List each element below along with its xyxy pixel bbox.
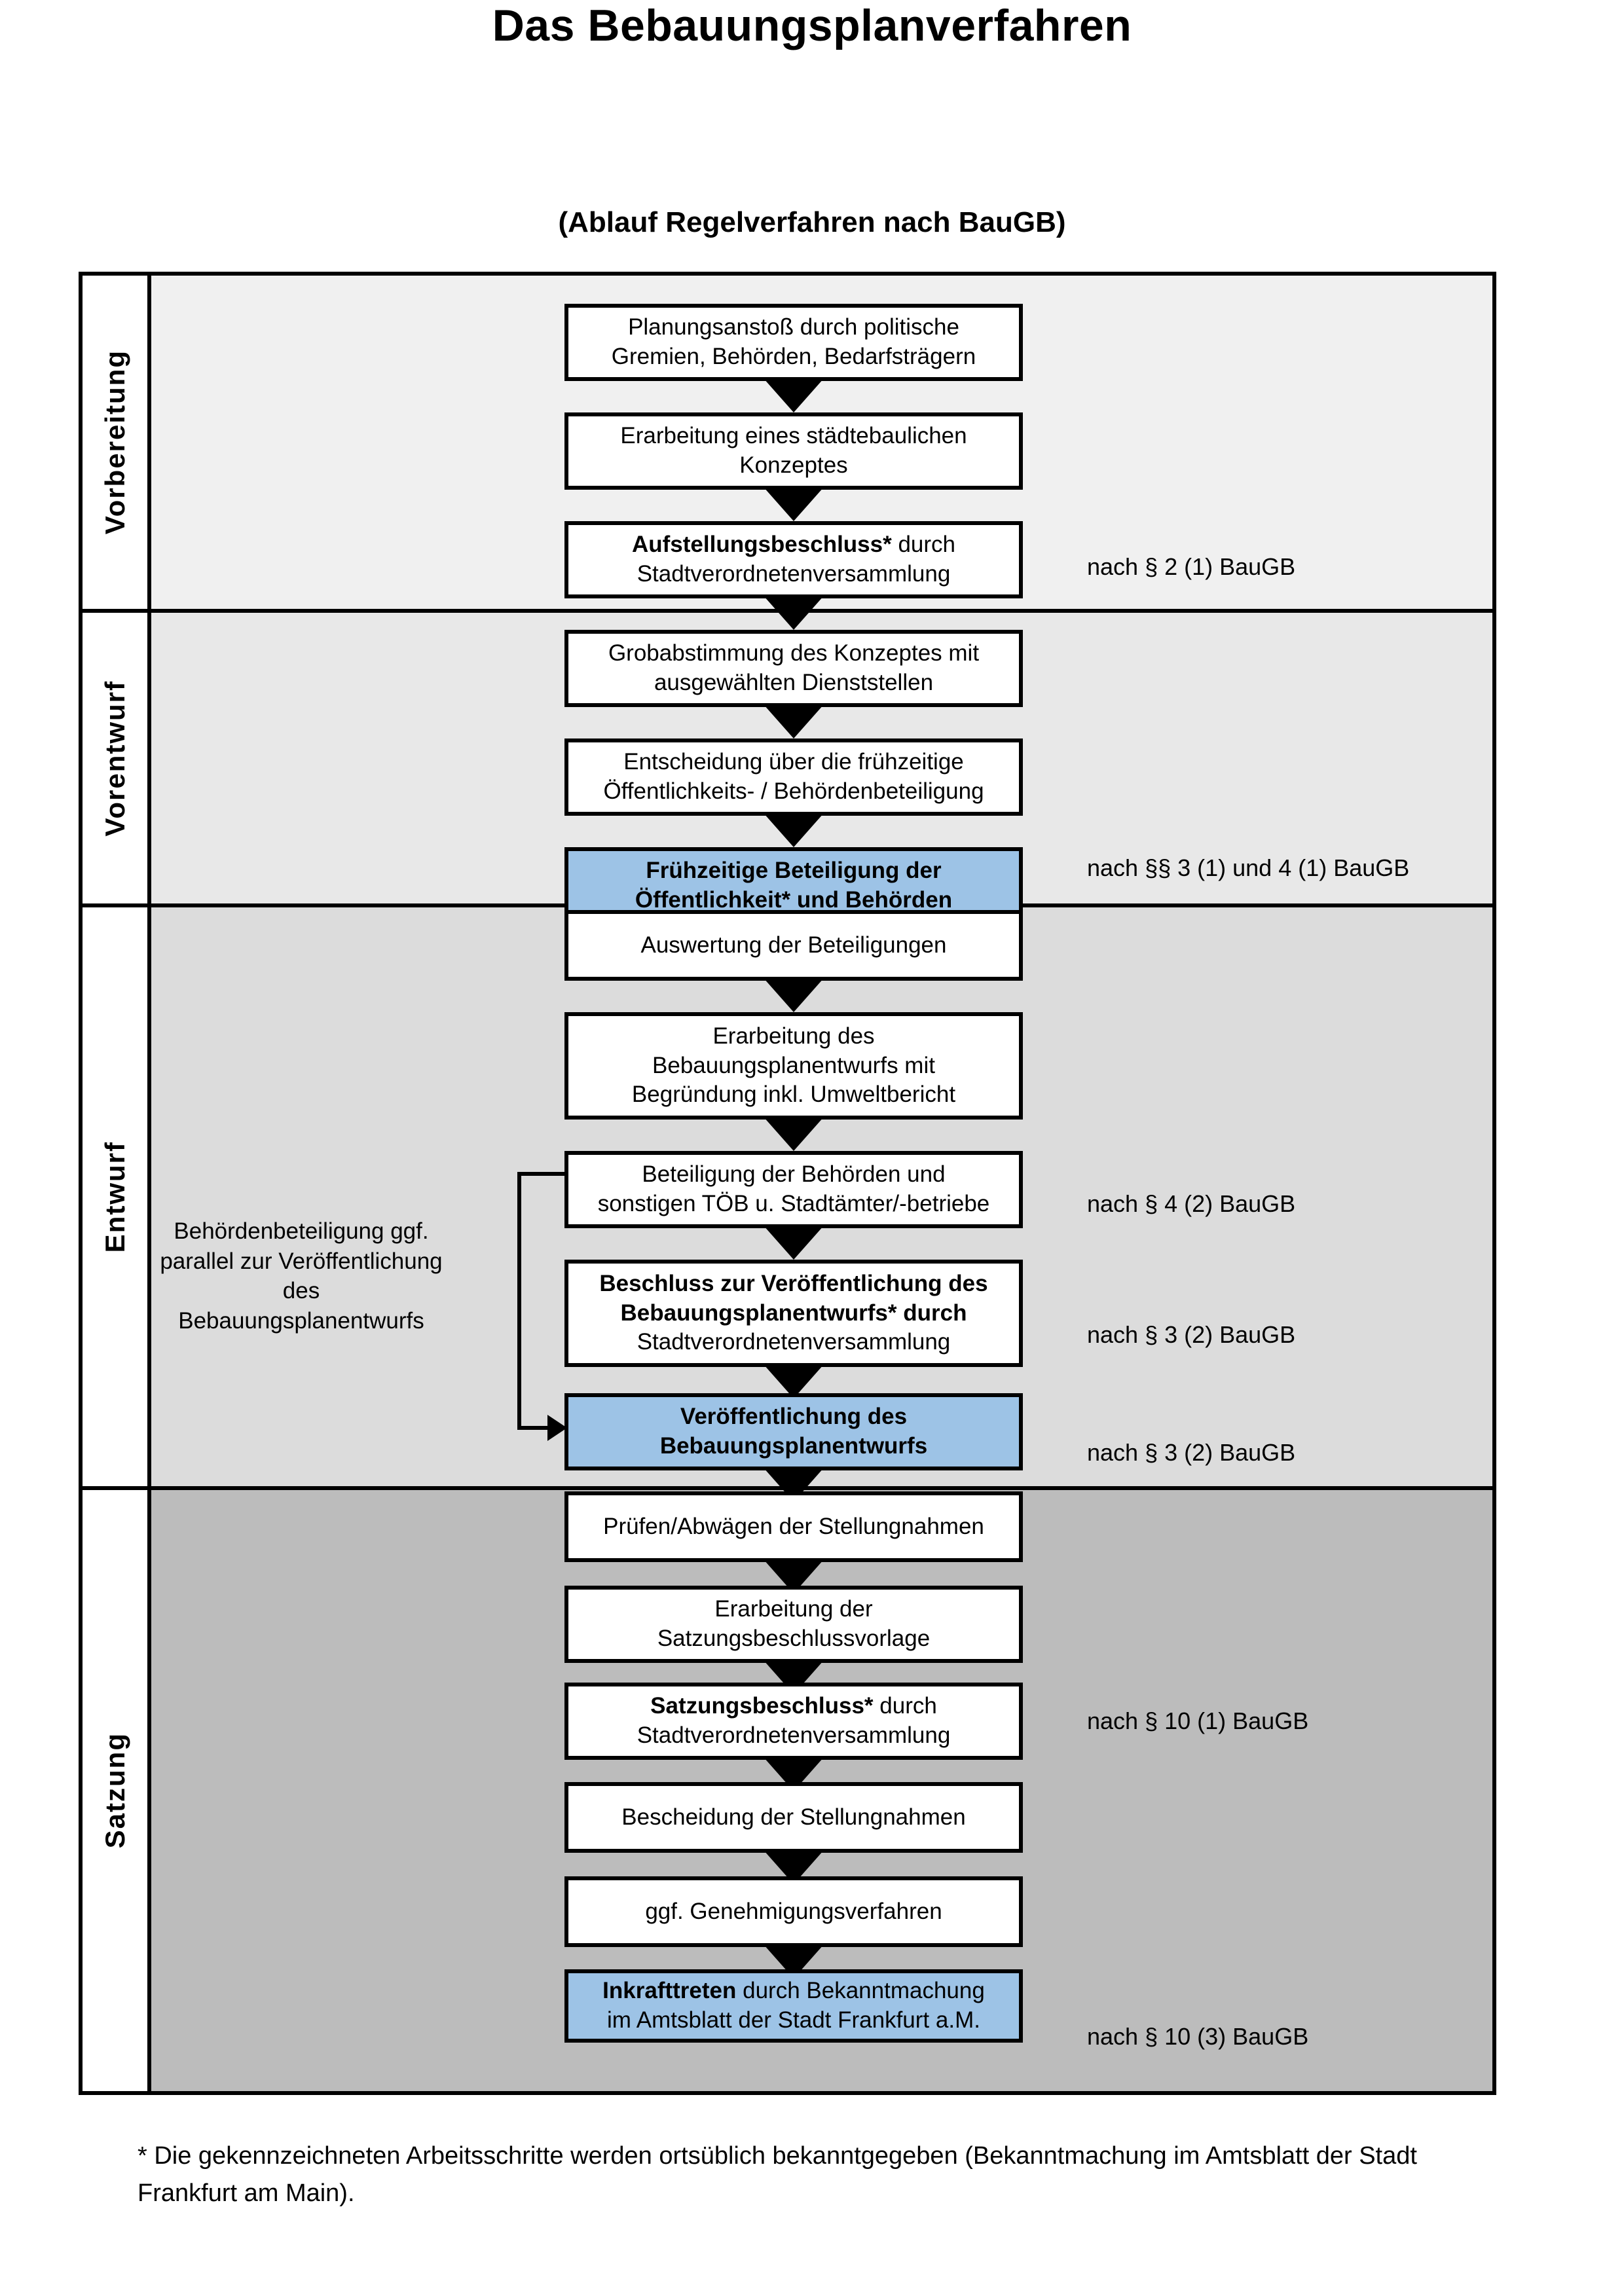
flow-node-genehmigungsverfahren[interactable]: ggf. Genehmigungsverfahren <box>564 1876 1023 1947</box>
legal-reference-par4-2: nach § 4 (2) BauGB <box>1087 1190 1296 1217</box>
stage-label-vorbereitung: Vorbereitung <box>99 350 130 535</box>
flow-node-satzungsbeschluss[interactable]: Satzungsbeschluss* durch Stadtverordnete… <box>564 1683 1023 1760</box>
flow-node-text: Prüfen/Abwägen der Stellungnahmen <box>603 1513 984 1539</box>
flow-node-bescheidung[interactable]: Bescheidung der Stellungnahmen <box>564 1782 1023 1853</box>
page-subtitle: (Ablauf Regelverfahren nach BauGB) <box>558 206 1066 238</box>
flow-arrow-down <box>764 378 824 412</box>
flow-arrow-down <box>764 487 824 521</box>
flow-arrow-down <box>764 1226 824 1260</box>
flow-arrow-down <box>764 1364 824 1398</box>
legal-reference-par3-1-4-1: nach §§ 3 (1) und 4 (1) BauGB <box>1087 854 1410 881</box>
stage-label-cell: Entwurf <box>83 907 151 1486</box>
flow-node-bold-part: Inkrafttreten <box>602 1978 737 2004</box>
flow-node-rest: durch Bekanntmachung <box>743 1978 985 2004</box>
bracket-bottom-segment <box>517 1426 550 1430</box>
flow-arrow-down <box>764 1117 824 1151</box>
flow-node-rest: durch <box>879 1693 937 1719</box>
stage-label-entwurf: Entwurf <box>99 1140 130 1253</box>
flow-arrow-down <box>764 978 824 1012</box>
flow-node-text: Aufstellungsbeschluss* durch Stadtverord… <box>631 532 956 587</box>
flow-node-text: Satzungsbeschluss* durch Stadtverordnete… <box>637 1693 951 1748</box>
stage-label-cell: Vorentwurf <box>83 613 151 903</box>
flow-node-text: Inkrafttreten durch Bekanntmachung im Am… <box>602 1978 985 2033</box>
stage-label-satzung: Satzung <box>99 1732 130 1849</box>
legal-reference-par10-1: nach § 10 (1) BauGB <box>1087 1707 1309 1734</box>
flow-node-bold-part: Satzungsbeschluss* <box>650 1693 874 1719</box>
legal-reference-par3-2-b: nach § 3 (2) BauGB <box>1087 1439 1296 1466</box>
flow-arrow-down <box>764 704 824 738</box>
flow-node-inkrafttreten[interactable]: Inkrafttreten durch Bekanntmachung im Am… <box>564 1969 1023 2043</box>
flow-node-text: ggf. Genehmigungsverfahren <box>645 1898 942 1924</box>
stage-label-cell: Satzung <box>83 1490 151 2091</box>
stage-label-vorentwurf: Vorentwurf <box>99 680 130 837</box>
page-title: Das Bebauungsplanverfahren <box>492 1 1132 50</box>
flow-node-aufstellungsbeschluss[interactable]: Aufstellungsbeschluss* durch Stadtverord… <box>564 521 1023 598</box>
stage-label-cell: Vorbereitung <box>83 276 151 609</box>
flow-arrow-down <box>764 596 824 630</box>
flow-node-text: Bescheidung der Stellungnahmen <box>621 1804 966 1830</box>
flow-node-text: Auswertung der Beteiligungen <box>640 932 947 958</box>
bracket-vertical <box>517 1172 521 1430</box>
flow-node-auswertung-beteiligungen[interactable]: Auswertung der Beteiligungen <box>564 910 1023 981</box>
footnote-text: * Die gekennzeichneten Arbeitsschritte w… <box>138 2142 1417 2207</box>
flow-node-pruefen-abwaegen[interactable]: Prüfen/Abwägen der Stellungnahmen <box>564 1491 1023 1562</box>
bracket-top-segment <box>517 1172 566 1176</box>
legal-reference-par2-1: nach § 2 (1) BauGB <box>1087 553 1296 580</box>
flow-node-rest: durch <box>898 532 956 558</box>
legal-reference-par10-3: nach § 10 (3) BauGB <box>1087 2023 1309 2050</box>
flow-node-bold-part: Aufstellungsbeschluss* <box>631 532 892 558</box>
legal-reference-par3-2-a: nach § 3 (2) BauGB <box>1087 1321 1296 1348</box>
bracket-arrowhead-icon <box>547 1415 567 1441</box>
side-note-behoerdenbeteiligung: Behördenbeteiligung ggf. parallel zur Ve… <box>160 1218 443 1334</box>
flow-arrow-down <box>764 813 824 847</box>
